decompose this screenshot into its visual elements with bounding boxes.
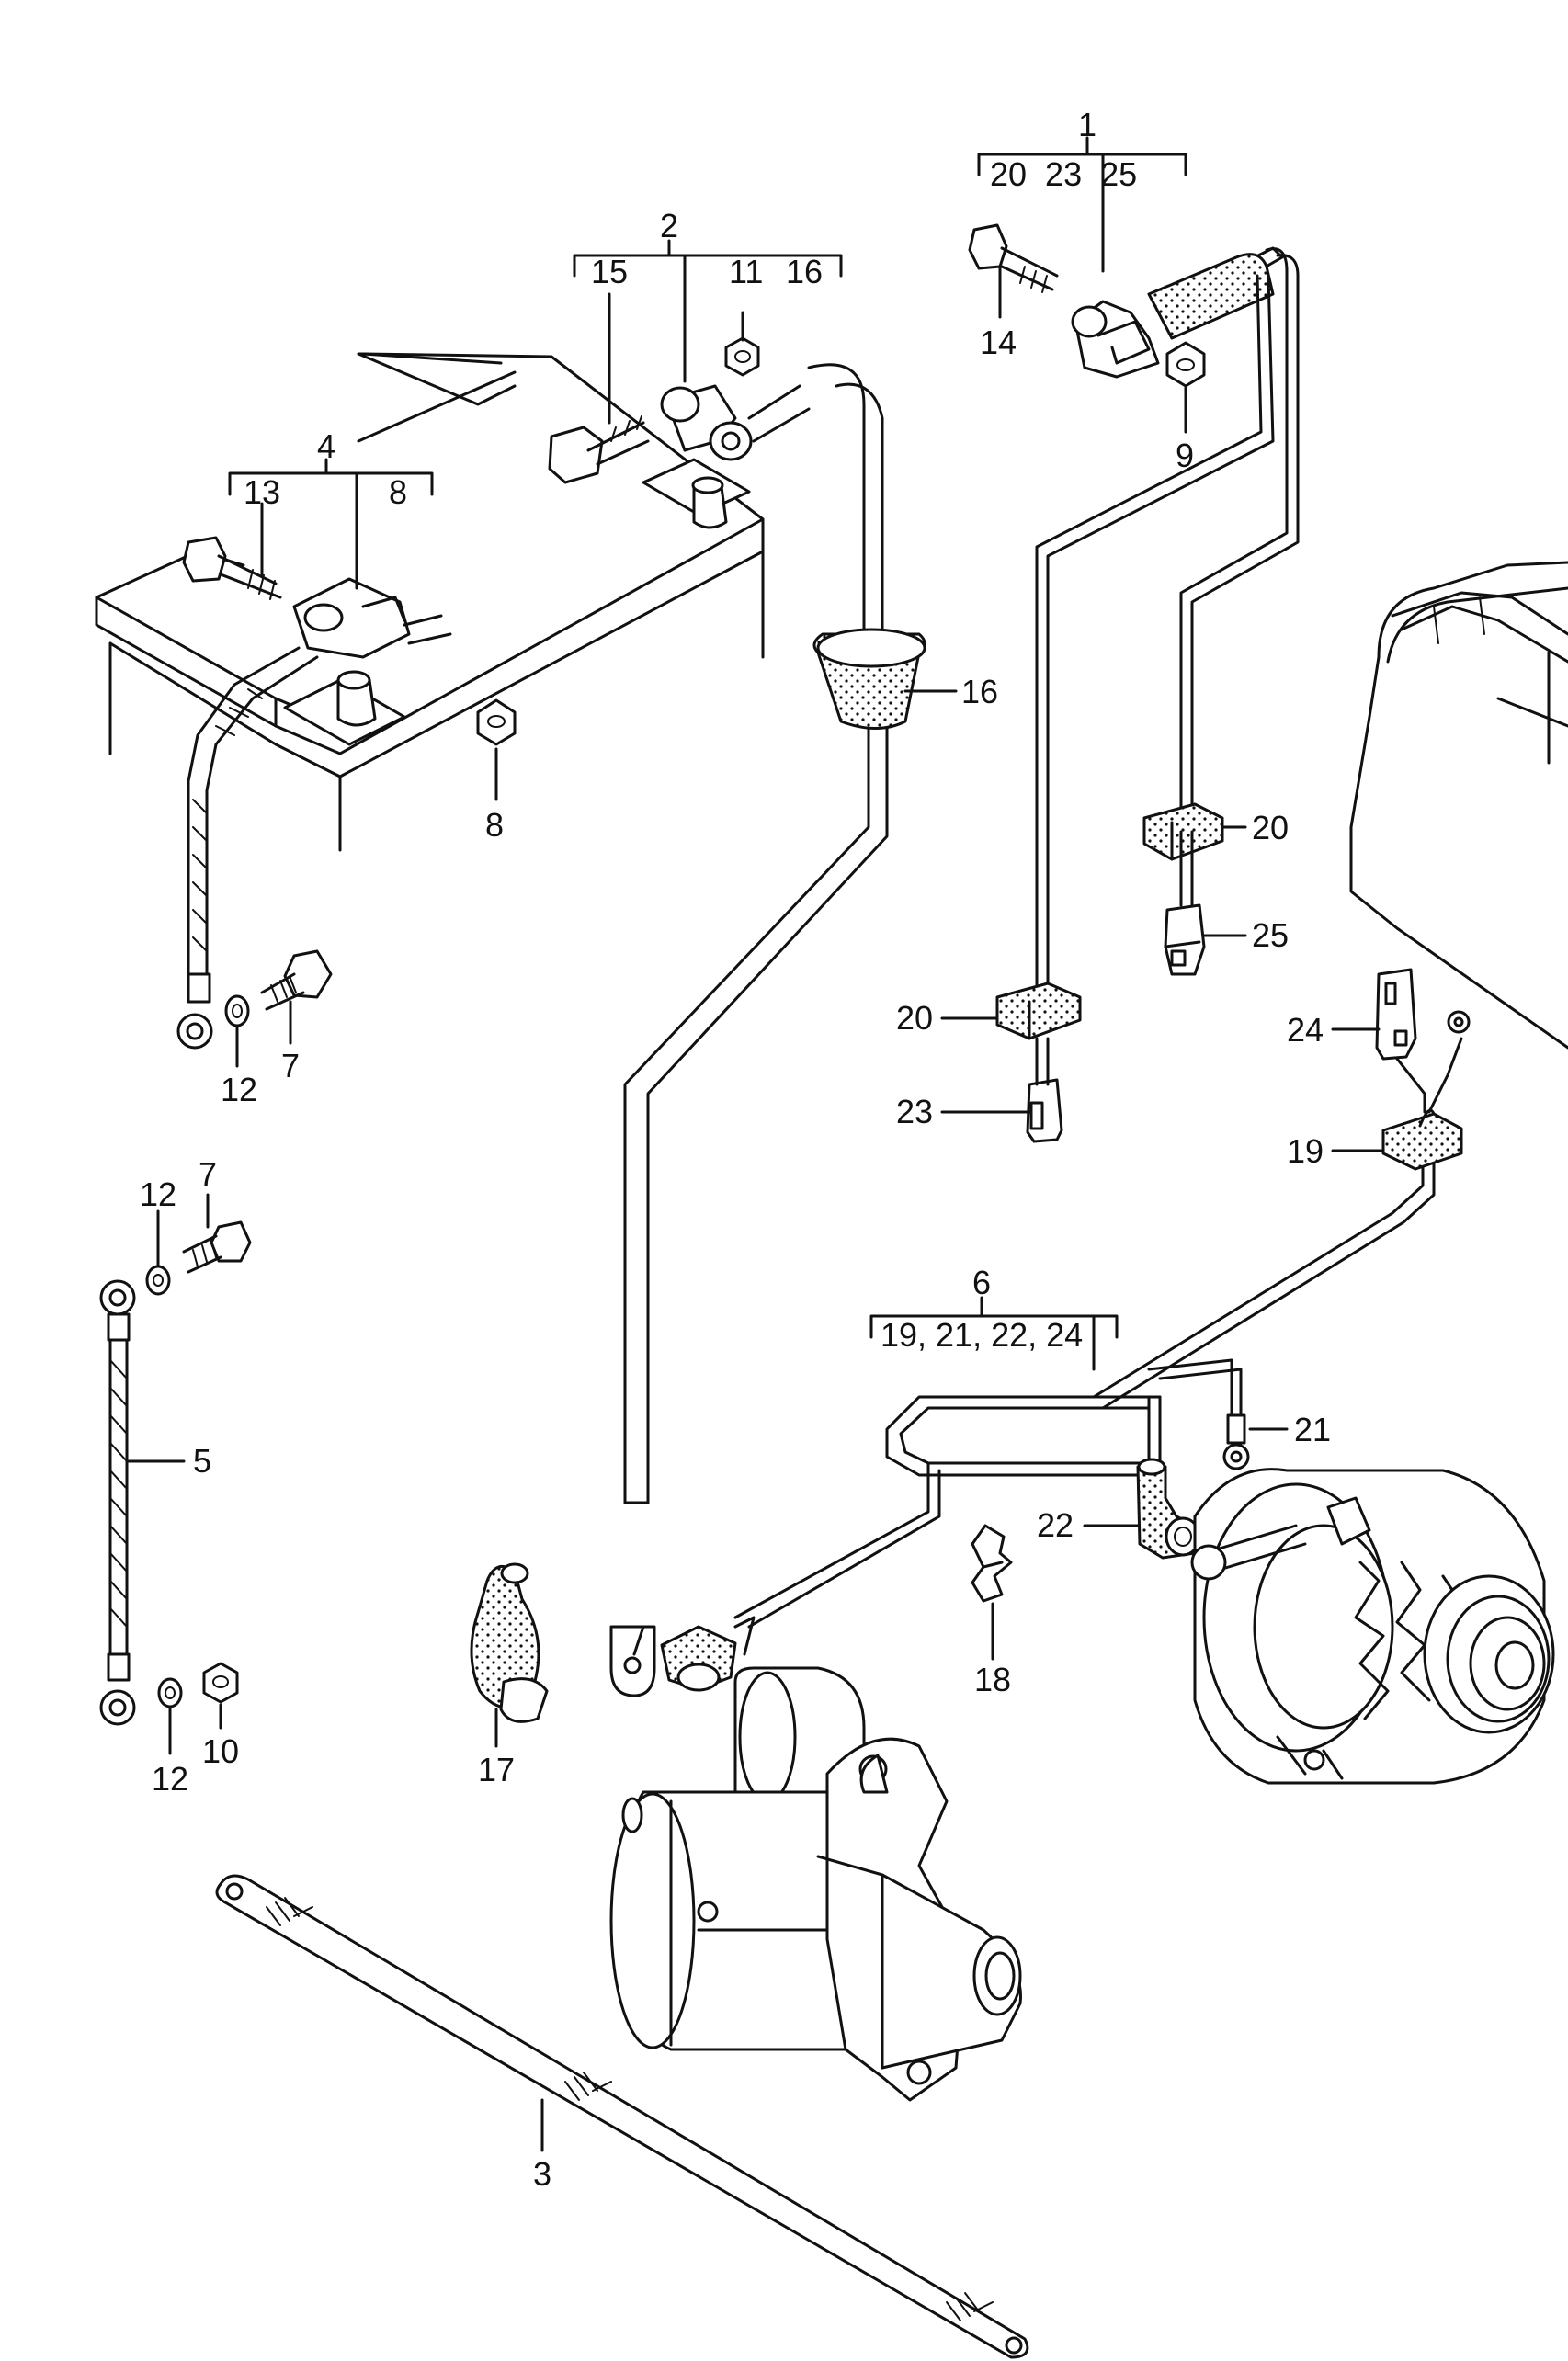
callout-6-group: 19, 21, 22, 24 bbox=[881, 1316, 1083, 1354]
callout-3: 3 bbox=[533, 2155, 551, 2193]
connector-25 bbox=[1164, 830, 1206, 976]
battery-post-negative bbox=[336, 670, 377, 727]
boot-17 bbox=[470, 1562, 549, 1723]
grommet-19 bbox=[1381, 1108, 1463, 1171]
callout-4-group-b: 8 bbox=[389, 473, 407, 511]
grommet-16 bbox=[812, 628, 926, 730]
ground-strap-4 bbox=[176, 646, 319, 1050]
connector-23 bbox=[1026, 1037, 1063, 1143]
washer-12-top bbox=[224, 994, 250, 1027]
callout-7-mid: 7 bbox=[199, 1155, 217, 1193]
callout-8: 8 bbox=[485, 806, 504, 844]
callout-12-bottom: 12 bbox=[152, 1760, 188, 1798]
callout-22: 22 bbox=[1037, 1506, 1074, 1544]
callout-2-group-a: 15 bbox=[591, 253, 628, 290]
callout-6: 6 bbox=[972, 1264, 991, 1301]
starter-motor bbox=[609, 1666, 1022, 2102]
bolt-7-top bbox=[260, 949, 333, 1011]
callout-19: 19 bbox=[1287, 1132, 1324, 1170]
grommet-20-upper bbox=[1142, 802, 1224, 861]
clamp-bolt-15 bbox=[548, 415, 650, 484]
callout-1: 1 bbox=[1078, 106, 1096, 143]
callout-5: 5 bbox=[193, 1442, 211, 1480]
clamp-bolt-13 bbox=[182, 536, 282, 600]
battery-terminal-clamp-positive bbox=[660, 384, 811, 461]
callout-2: 2 bbox=[660, 207, 678, 244]
callout-17: 17 bbox=[478, 1751, 515, 1788]
washer-12-bottom bbox=[157, 1677, 183, 1708]
nut-9 bbox=[1165, 341, 1206, 388]
ground-strap-5 bbox=[99, 1279, 136, 1726]
connector-24 bbox=[1375, 968, 1471, 1114]
callout-labels: 1 20 23 25 2 15 11 16 4 13 8 14 9 8 16 2… bbox=[140, 106, 1331, 2193]
washer-12-mid bbox=[145, 1265, 171, 1296]
callout-10: 10 bbox=[202, 1732, 239, 1770]
nut-10 bbox=[202, 1662, 239, 1704]
ground-strap-3 bbox=[215, 1874, 1029, 2359]
callout-12-mid: 12 bbox=[140, 1175, 176, 1213]
positive-battery-cable bbox=[609, 363, 889, 1697]
callout-2-group-c: 16 bbox=[786, 253, 823, 290]
callout-4-group-a: 13 bbox=[244, 473, 280, 511]
callout-14: 14 bbox=[980, 324, 1017, 361]
callout-20-upper: 20 bbox=[1252, 809, 1289, 846]
callout-7-top: 7 bbox=[281, 1047, 300, 1084]
callout-23: 23 bbox=[896, 1093, 933, 1130]
callout-9: 9 bbox=[1176, 437, 1194, 474]
harness-1 bbox=[1035, 246, 1300, 1004]
callout-18: 18 bbox=[974, 1661, 1011, 1698]
callout-4: 4 bbox=[317, 427, 335, 465]
cable-clip-18 bbox=[971, 1524, 1013, 1603]
nut-11 bbox=[724, 336, 760, 377]
callout-21: 21 bbox=[1294, 1411, 1331, 1448]
callout-2-group-b: 11 bbox=[729, 253, 763, 290]
terminal-clamp-harness bbox=[1071, 300, 1160, 379]
callout-1-group: 20 23 25 bbox=[990, 155, 1137, 193]
callout-16: 16 bbox=[961, 673, 998, 710]
leader-lines bbox=[127, 136, 1385, 2152]
battery-terminal-clamp-negative bbox=[292, 577, 452, 659]
grommet-20-lower bbox=[995, 982, 1082, 1040]
bolt-7-mid bbox=[182, 1220, 252, 1274]
callout-25: 25 bbox=[1252, 916, 1289, 954]
harness-6 bbox=[660, 1145, 1436, 1692]
alternator bbox=[1190, 1468, 1555, 1785]
callout-20-lower: 20 bbox=[896, 999, 933, 1037]
callout-12-top: 12 bbox=[221, 1071, 257, 1108]
nut-8 bbox=[476, 698, 517, 746]
battery-outline bbox=[95, 352, 765, 852]
battery-post-positive bbox=[691, 476, 728, 529]
bolt-14 bbox=[968, 223, 1059, 293]
engine-block-partial bbox=[1349, 561, 1568, 1050]
callout-24: 24 bbox=[1287, 1011, 1324, 1049]
